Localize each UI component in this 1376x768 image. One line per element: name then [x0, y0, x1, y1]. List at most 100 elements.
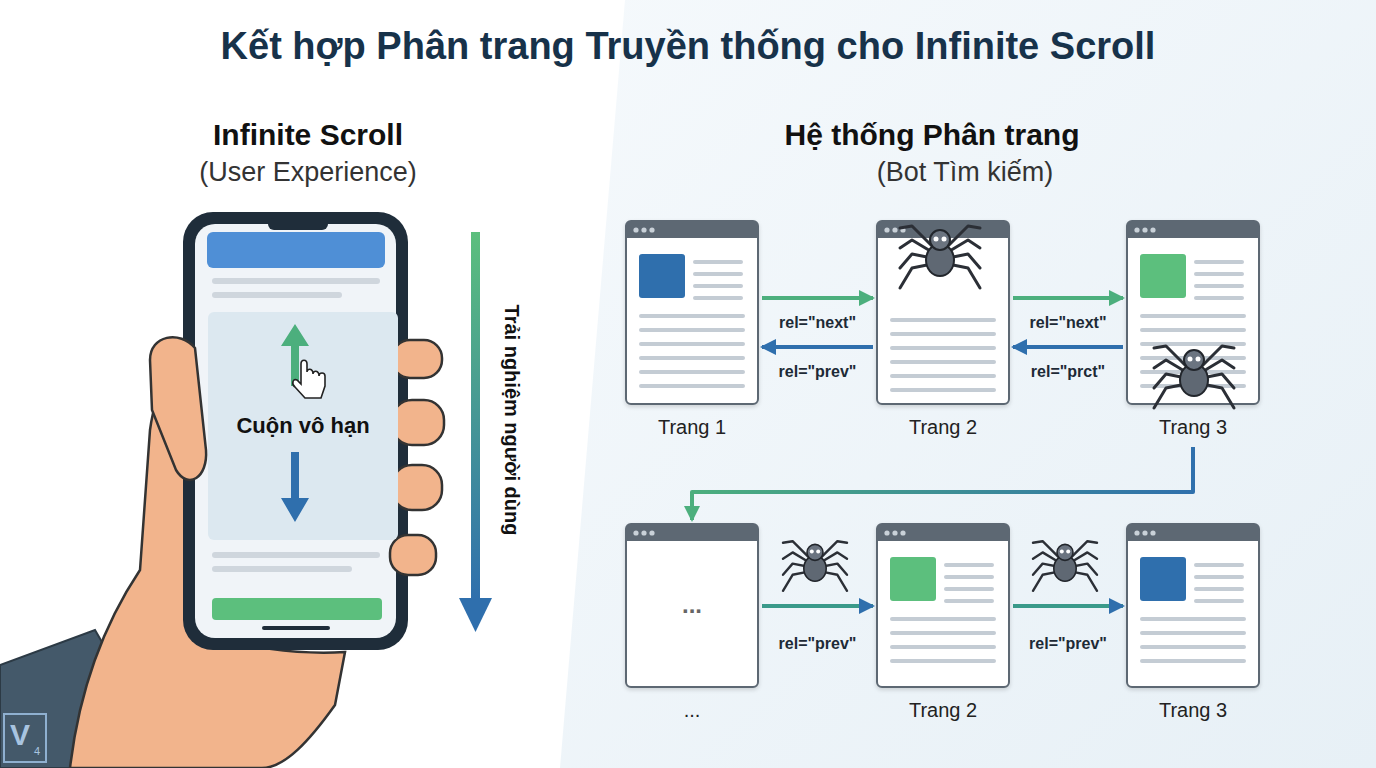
node-artwork [890, 318, 996, 322]
thumb [150, 337, 206, 480]
section-heading: Infinite Scroll [213, 117, 403, 153]
node-artwork [900, 530, 905, 535]
crawler-spider [1071, 552, 1097, 562]
section-heading: Hệ thống Phân trang [785, 117, 1080, 153]
page-window: Trang 3 [1126, 220, 1260, 405]
node-artwork [944, 563, 994, 567]
node-artwork [890, 645, 996, 649]
node-artwork [892, 227, 897, 232]
watermark: V [10, 717, 30, 753]
node-artwork [890, 346, 996, 350]
phone [183, 212, 408, 650]
page-window: Trang 2 [876, 523, 1010, 688]
crawler-spider [934, 237, 939, 242]
node-artwork [641, 227, 646, 232]
crawler-spider [783, 552, 809, 562]
crawler-spider [1033, 552, 1059, 562]
node-artwork [890, 617, 996, 621]
node-artwork [633, 227, 638, 232]
node-artwork [1140, 645, 1246, 649]
node-artwork [878, 222, 1008, 403]
fingers [392, 465, 442, 510]
page-caption: Trang 3 [1128, 415, 1258, 439]
node-artwork [1140, 631, 1246, 635]
crawler-spider [783, 541, 847, 591]
section-subheading: (Bot Tìm kiếm) [877, 156, 1054, 188]
node-artwork [1194, 260, 1244, 264]
node-artwork [639, 254, 685, 298]
thumb [150, 337, 206, 480]
node-artwork [639, 370, 745, 374]
crawler-spider [807, 544, 823, 560]
connector-arrow [762, 345, 873, 349]
node-artwork [884, 530, 889, 535]
node-artwork [641, 530, 646, 535]
node-artwork [639, 328, 745, 332]
node-artwork [1128, 525, 1258, 541]
node-artwork [693, 284, 743, 288]
node-artwork [633, 530, 638, 535]
node-artwork [1128, 525, 1258, 686]
page-caption: Trang 1 [627, 415, 757, 439]
node-artwork [890, 631, 996, 635]
node-artwork [1128, 222, 1258, 238]
crawler-spider [1057, 544, 1073, 560]
crawler-spider [1154, 346, 1234, 408]
node-artwork [890, 360, 996, 364]
page-caption: ... [627, 698, 757, 722]
node-artwork [944, 575, 994, 579]
node-artwork [1194, 272, 1244, 276]
crawler-spider [1033, 541, 1097, 591]
crawler-spider [930, 230, 950, 250]
phone [212, 292, 342, 298]
crawler-spider [1196, 357, 1201, 362]
node-artwork [649, 530, 654, 535]
phone [212, 566, 352, 572]
node-artwork [1140, 328, 1246, 332]
fingers [390, 535, 436, 575]
connector-arrow [1013, 345, 1123, 349]
node-artwork [1140, 557, 1186, 601]
node-artwork [1142, 530, 1147, 535]
node-artwork [649, 227, 654, 232]
node-artwork [1150, 227, 1155, 232]
node-artwork [890, 388, 996, 392]
node-artwork [1150, 530, 1155, 535]
crawler-spider [1060, 550, 1064, 554]
scroll-direction-arrow [459, 232, 492, 632]
phone [268, 218, 328, 230]
crawler-spider [900, 240, 932, 252]
node-artwork [293, 360, 325, 398]
node-artwork [1140, 617, 1246, 621]
node-artwork [1134, 227, 1139, 232]
node-artwork [627, 222, 757, 403]
node-artwork [878, 525, 1008, 686]
crawler-spider [1202, 360, 1234, 372]
node-artwork [1194, 284, 1244, 288]
fingers [392, 400, 444, 445]
node-artwork [627, 525, 757, 541]
panel-label: Cuộn vô hạn [208, 413, 398, 439]
node-artwork [693, 272, 743, 276]
right-background [560, 0, 1376, 768]
phone [207, 232, 385, 268]
node-artwork [1140, 659, 1246, 663]
phone [262, 626, 330, 630]
node-artwork [1194, 599, 1244, 603]
node-artwork [1194, 296, 1244, 300]
node-artwork [892, 530, 897, 535]
connector-arrow [762, 296, 873, 300]
fingers [392, 340, 442, 378]
node-artwork [1134, 530, 1139, 535]
node-artwork [1128, 222, 1258, 403]
node-artwork [627, 222, 757, 238]
axis-label: Trải nghiệm người dùng [500, 305, 524, 536]
crawler-spider [942, 237, 947, 242]
section-subheading: (User Experience) [199, 156, 417, 188]
node-artwork [890, 374, 996, 378]
node-artwork [1194, 575, 1244, 579]
page-caption: Trang 2 [878, 698, 1008, 722]
node-artwork [944, 587, 994, 591]
crawler-spider [1154, 360, 1186, 372]
